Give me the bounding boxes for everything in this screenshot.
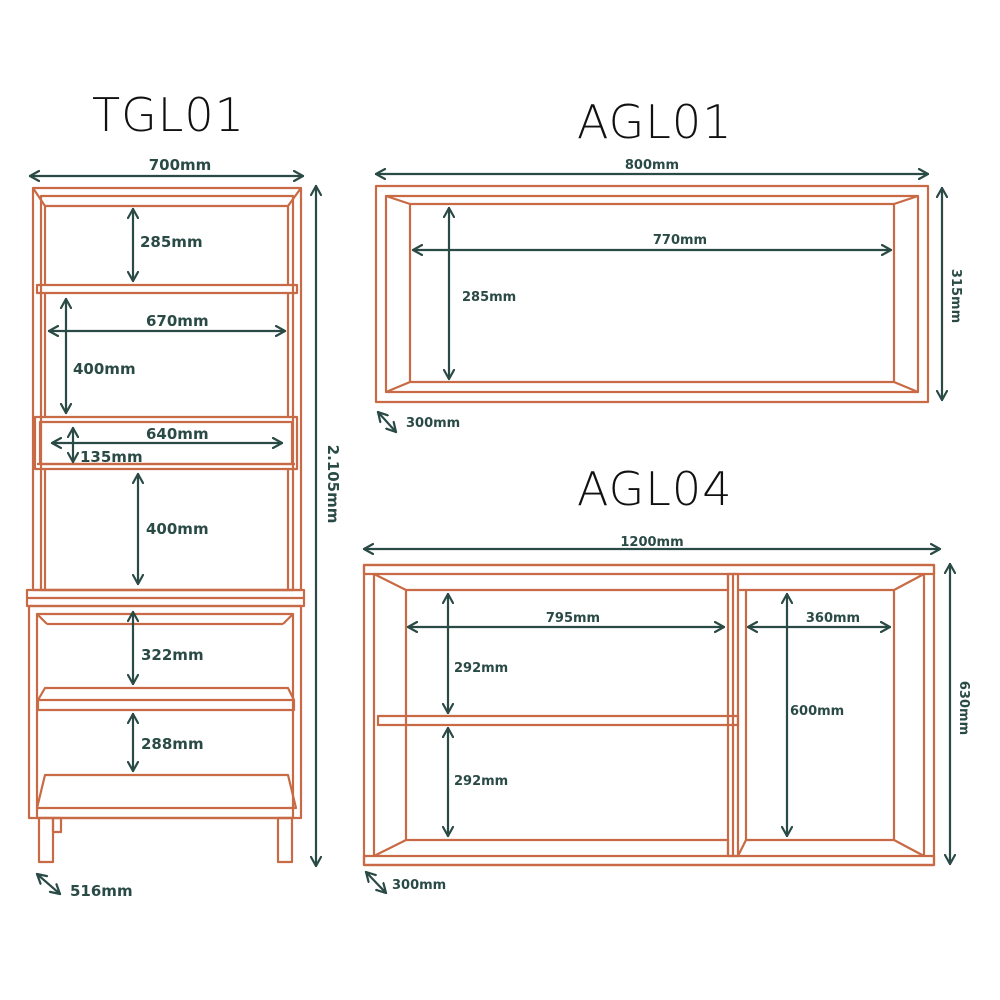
tgl01-drawing — [25, 186, 306, 864]
agl04-drawing — [362, 563, 936, 867]
tgl01-400a-label: 400mm — [73, 360, 136, 378]
tgl01-leg-left — [37, 816, 55, 864]
agl01-dimensions — [374, 174, 942, 434]
agl01-770-label: 770mm — [653, 233, 707, 248]
tgl01-288-label: 288mm — [141, 735, 204, 753]
tgl01-depth-arrow — [35, 872, 62, 896]
agl01-title: AGL01 — [577, 95, 733, 149]
agl01-labels: 800mm 315mm 300mm 770mm 285mm — [406, 158, 963, 431]
agl04-dimensions — [362, 549, 950, 895]
tgl01-322-label: 322mm — [141, 646, 204, 664]
tgl01-drawer — [33, 415, 299, 471]
tgl01-depth-label: 516mm — [70, 882, 133, 900]
tgl01-width-label: 700mm — [149, 156, 212, 174]
agl04-292a-label: 292mm — [454, 661, 508, 676]
agl01-width-label: 800mm — [625, 158, 679, 173]
agl01-height-label: 315mm — [948, 269, 963, 323]
agl04-title: AGL04 — [577, 462, 733, 516]
tgl01-title: TGL01 — [92, 88, 245, 142]
tgl01-135-label: 135mm — [80, 448, 143, 466]
tgl01-leg-back — [51, 816, 63, 834]
agl04-360-label: 360mm — [806, 611, 860, 626]
tgl01-base-outer — [27, 604, 303, 820]
agl04-292b-label: 292mm — [454, 774, 508, 789]
agl04-width-label: 1200mm — [620, 535, 683, 550]
tgl01-dimensions — [28, 176, 316, 896]
agl04-shelf — [376, 714, 740, 727]
agl04-600-label: 600mm — [790, 704, 844, 719]
agl01-drawing — [374, 184, 930, 404]
agl04-795-label: 795mm — [546, 611, 600, 626]
agl01-285-label: 285mm — [462, 290, 516, 305]
tgl01-400b-label: 400mm — [146, 520, 209, 538]
tgl01-labels: 700mm 2.105mm 516mm 285mm 670mm 400mm 64… — [70, 156, 342, 900]
agl01-back-panel — [385, 194, 919, 206]
agl01-depth-label: 300mm — [406, 416, 460, 431]
agl04-labels: 1200mm 630mm 300mm 795mm 360mm 292mm 292… — [392, 535, 971, 893]
tgl01-670-label: 670mm — [146, 312, 209, 330]
tgl01-leg-right — [276, 816, 294, 864]
agl01-inner — [384, 194, 920, 394]
agl04-depth-arrow — [364, 870, 388, 895]
tgl01-640-label: 640mm — [146, 425, 209, 443]
agl01-outer — [374, 184, 930, 404]
tgl01-height-label: 2.105mm — [324, 445, 342, 524]
tgl01-285-label: 285mm — [140, 233, 203, 251]
agl01-depth-arrow — [376, 410, 398, 434]
agl04-depth-label: 300mm — [392, 878, 446, 893]
tgl01-bottom — [35, 773, 298, 810]
tgl01-shelf-1 — [35, 283, 299, 295]
agl04-height-label: 630mm — [956, 681, 971, 735]
